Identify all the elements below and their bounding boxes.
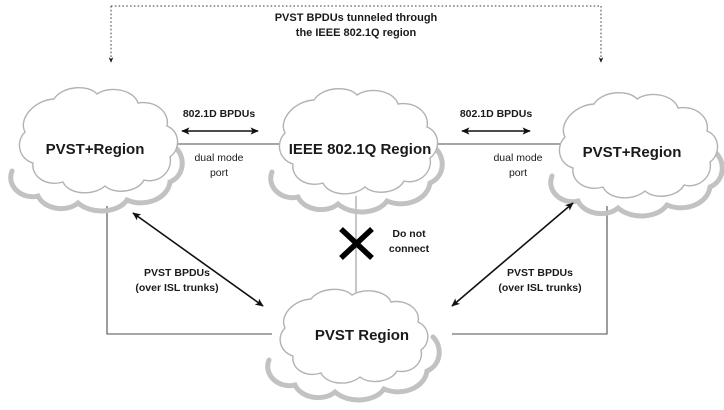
- right-trunk-connector: [452, 206, 608, 335]
- tunnel-bracket: [108, 5, 604, 63]
- right-dual-mode-label-line1: dual mode: [493, 152, 542, 164]
- right-trunk-arrow: [451, 202, 574, 307]
- right-dual-mode-label-line2: port: [509, 167, 527, 179]
- left-trunk-connector: [106, 206, 272, 335]
- tunnel-title-line1: PVST BPDUs tunneled through: [275, 12, 438, 24]
- left-bpdu-label: 802.1D BPDUs: [183, 108, 256, 120]
- cloud-ieee-center: IEEE 802.1Q Region: [268, 88, 445, 215]
- left-trunk-arrow: [132, 212, 264, 307]
- cloud-pvst-plus-right: PVST+Region: [548, 92, 724, 219]
- cloud-label-pvst-plus-left: PVST+Region: [46, 141, 145, 158]
- cloud-pvst-plus-left: PVST+Region: [8, 87, 185, 214]
- left-dual-mode-label-line1: dual mode: [194, 152, 243, 164]
- right-trunk-label-line2: (over ISL trunks): [498, 282, 581, 294]
- cloud-pvst-bottom: PVST Region: [265, 288, 442, 403]
- left-dual-mode-label-line2: port: [210, 167, 228, 179]
- left-trunk-label-line1: PVST BPDUs: [144, 267, 210, 279]
- do-not-connect-x-icon: [339, 226, 374, 261]
- cloud-label-pvst-plus-right: PVST+Region: [583, 144, 682, 161]
- tunnel-title-line2: the IEEE 802.1Q region: [296, 27, 417, 39]
- cloud-label-pvst-bottom: PVST Region: [315, 327, 409, 344]
- left-trunk-label-line2: (over ISL trunks): [135, 282, 218, 294]
- right-trunk-label-line1: PVST BPDUs: [507, 267, 573, 279]
- cloud-label-ieee-center: IEEE 802.1Q Region: [289, 141, 432, 158]
- do-not-connect-label-line2: connect: [389, 243, 430, 255]
- do-not-connect-label-line1: Do not: [392, 228, 426, 240]
- right-bpdu-label: 802.1D BPDUs: [460, 108, 533, 120]
